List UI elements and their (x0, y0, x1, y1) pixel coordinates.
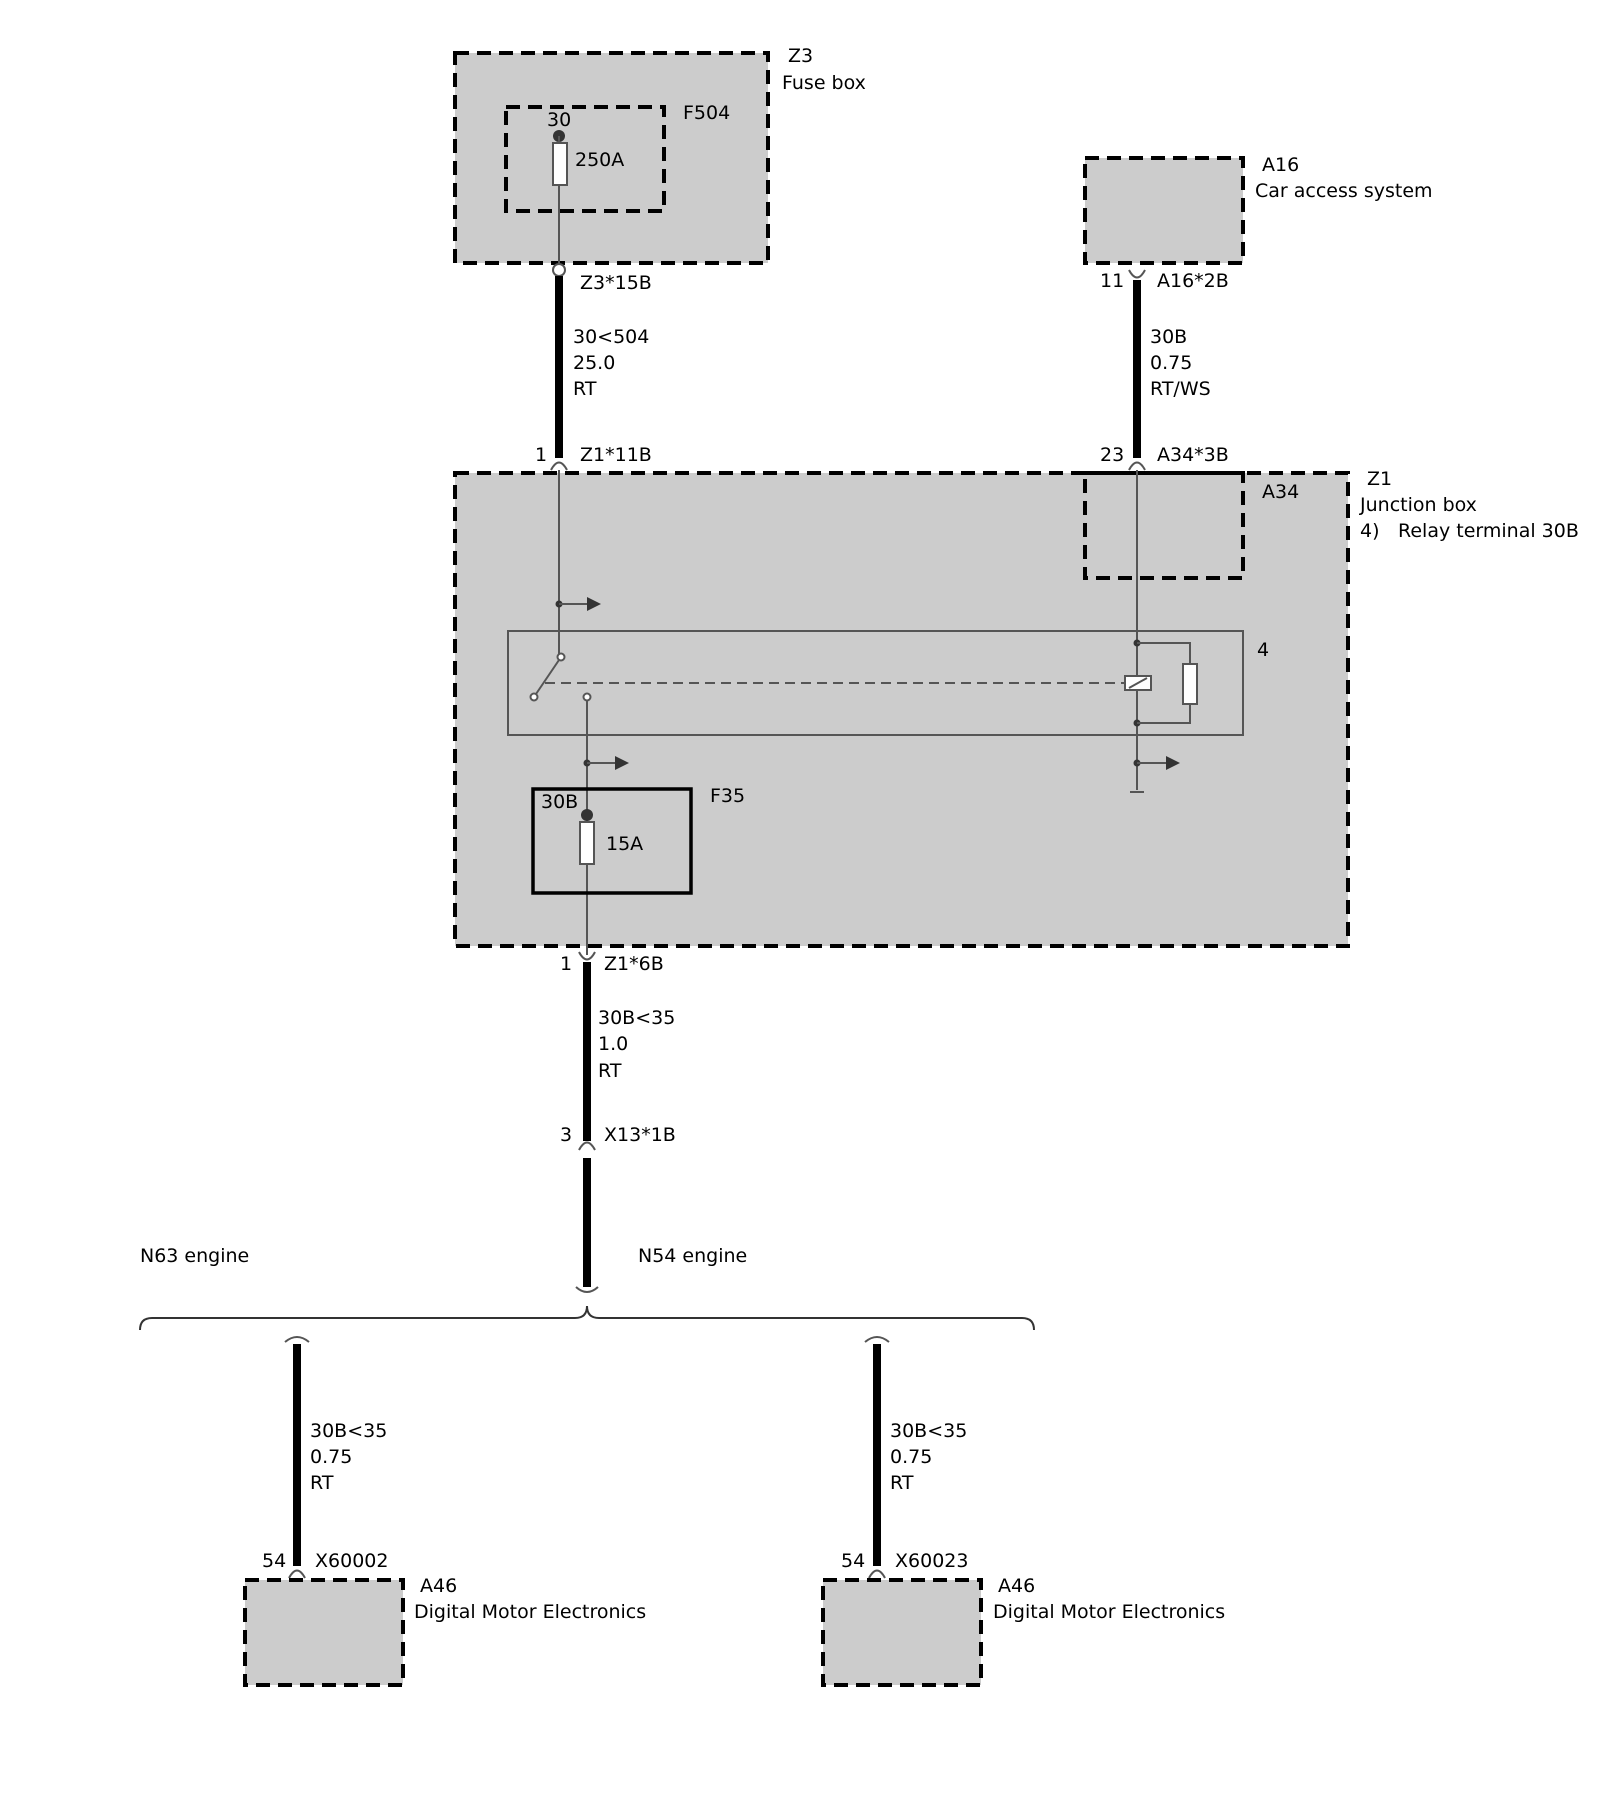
junction-box-id: Z1 (1367, 468, 1392, 490)
relay-4-housing[interactable] (507, 630, 1244, 736)
connector-x60002-pin: 54 (262, 1550, 286, 1572)
wire-right-break-symbol (864, 1336, 890, 1343)
variant-right-label: N54 engine (638, 1245, 747, 1267)
connector-x13-1b-symbol (578, 1141, 596, 1151)
connector-a16-2b-label: A16*2B (1157, 270, 1229, 292)
wire-4-circuit: 30B<35 (310, 1420, 387, 1442)
wire-3-color: RT (598, 1060, 622, 1082)
connector-z1-6b-label: Z1*6B (604, 953, 664, 975)
relay-output-arrow-icon (615, 756, 629, 770)
wire-5-size: 0.75 (890, 1446, 932, 1468)
wire-3-circuit: 30B<35 (598, 1007, 675, 1029)
connector-x13-1b-pin: 3 (560, 1124, 572, 1146)
relay-contact-pivot (529, 692, 539, 702)
fuse-f504-id: F504 (683, 102, 730, 124)
connector-a16-2b-symbol (1128, 269, 1146, 279)
connector-z1-6b-symbol (578, 951, 596, 961)
car-access-name: Car access system (1255, 180, 1433, 202)
wire-5-color: RT (890, 1472, 914, 1494)
fuse-f35-housing[interactable] (531, 787, 693, 895)
wire-break-symbol (575, 1286, 599, 1293)
connector-x60002-label: X60002 (315, 1550, 388, 1572)
wire-1-circuit: 30<504 (573, 326, 649, 348)
connector-a34-3b-symbol (1128, 461, 1146, 471)
connector-x60023-symbol (868, 1569, 886, 1579)
relay-4-id: 4 (1257, 639, 1269, 661)
fuse-box-id: Z3 (788, 45, 813, 67)
connector-x60002-symbol (288, 1569, 306, 1579)
relay-contact-fixed (556, 652, 566, 662)
connector-a16-2b-pin: 11 (1100, 270, 1124, 292)
connector-z1-11b-label: Z1*11B (580, 444, 652, 466)
module-a34-id: A34 (1262, 481, 1299, 503)
dme-left-id: A46 (420, 1575, 457, 1597)
wire-1-color: RT (573, 378, 597, 400)
relay-contact-output (582, 692, 592, 702)
wire-4-color: RT (310, 1472, 334, 1494)
fuse-box-z3[interactable] (453, 51, 770, 265)
junction-box-note-text: Relay terminal 30B (1398, 520, 1579, 542)
module-a34[interactable] (1083, 471, 1245, 580)
connector-x60023-pin: 54 (841, 1550, 865, 1572)
junction-box-note-number: 4) (1360, 520, 1380, 542)
wire-2-color: RT/WS (1150, 378, 1211, 400)
fuse-f504-terminal: 30 (547, 109, 571, 131)
fuse-f35-rating: 15A (606, 833, 643, 855)
fuse-f35-terminal: 30B (541, 791, 578, 813)
connector-a34-3b-label: A34*3B (1157, 444, 1229, 466)
fuse-f504-rating: 250A (575, 149, 624, 171)
connector-a34-3b-pin: 23 (1100, 444, 1124, 466)
wire-5-circuit: 30B<35 (890, 1420, 967, 1442)
fuse-f35-terminal-dot (581, 809, 593, 821)
dme-a46-left[interactable] (243, 1578, 405, 1687)
junction-box-z1[interactable] (453, 471, 1350, 948)
wire-left-break-symbol (284, 1336, 310, 1343)
dme-right-name: Digital Motor Electronics (993, 1601, 1225, 1623)
dme-a46-right[interactable] (821, 1578, 983, 1687)
wire-3-size: 1.0 (598, 1033, 628, 1055)
wire-2-size: 0.75 (1150, 352, 1192, 374)
car-access-id: A16 (1262, 154, 1299, 176)
relay-input-arrow-icon (587, 597, 601, 611)
fuse-f35-id: F35 (710, 785, 745, 807)
relay-ground-arrow-icon (1166, 756, 1180, 770)
fuse-box-name: Fuse box (782, 72, 866, 94)
dme-right-id: A46 (998, 1575, 1035, 1597)
car-access-system-a16[interactable] (1083, 156, 1245, 265)
wire-4-size: 0.75 (310, 1446, 352, 1468)
connector-x13-1b-label: X13*1B (604, 1124, 676, 1146)
dme-left-name: Digital Motor Electronics (414, 1601, 646, 1623)
connector-z1-11b-pin: 1 (535, 444, 547, 466)
connector-z1-11b-symbol (550, 461, 568, 471)
junction-box-name: Junction box (1359, 494, 1477, 516)
variant-brace (139, 1305, 1035, 1331)
connector-z3-15b-label: Z3*15B (580, 272, 652, 294)
relay-switch-arm (535, 659, 560, 695)
relay-coil-diagonal (1128, 677, 1148, 689)
relay-suppressor-resistor (1182, 663, 1198, 705)
fuse-f504-housing (504, 105, 666, 213)
fuse-f35-symbol (579, 821, 595, 865)
connector-z3-15b-pin (552, 263, 566, 277)
variant-left-label: N63 engine (140, 1245, 249, 1267)
wire-1-size: 25.0 (573, 352, 615, 374)
connector-x60023-label: X60023 (895, 1550, 968, 1572)
wire-2-circuit: 30B (1150, 326, 1187, 348)
connector-z1-6b-pin: 1 (560, 953, 572, 975)
fuse-f504-symbol (552, 142, 568, 186)
